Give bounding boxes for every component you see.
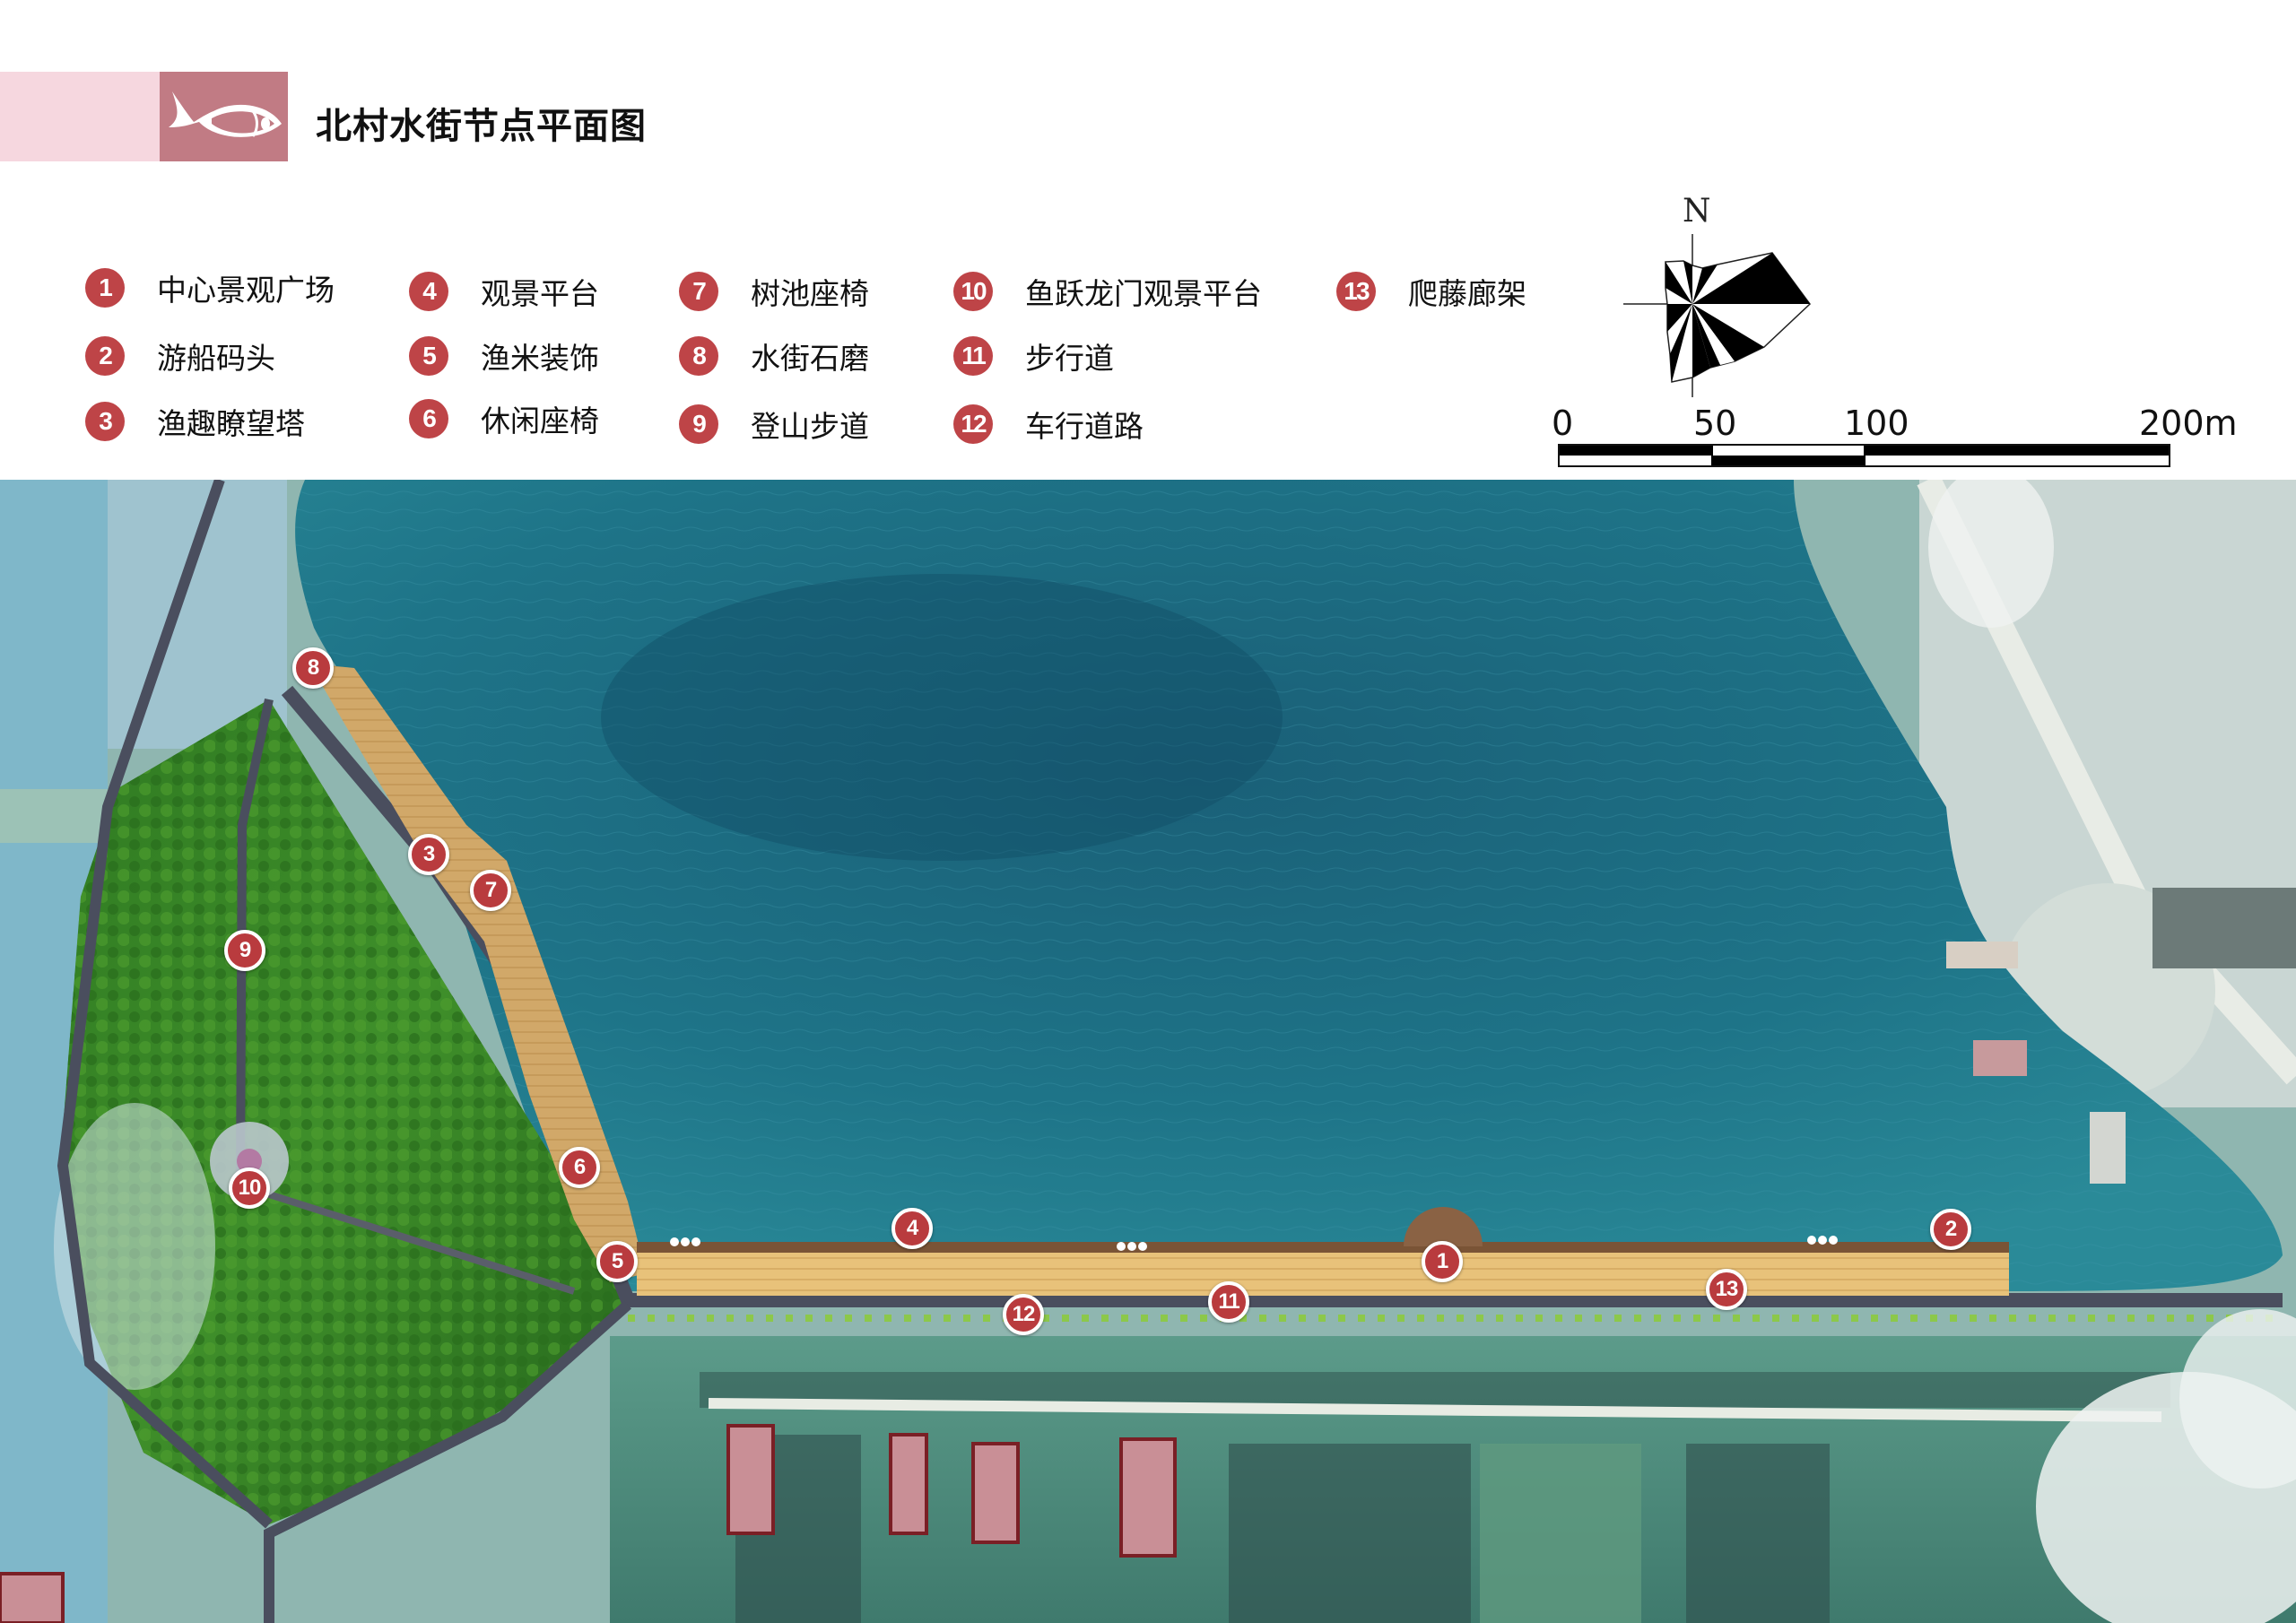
page-title: 北村水街节点平面图 bbox=[316, 106, 647, 147]
map-marker-4[interactable]: 4 bbox=[891, 1208, 933, 1249]
legend-label: 水街石磨 bbox=[751, 341, 869, 376]
fish-icon bbox=[169, 91, 282, 137]
map-marker-2[interactable]: 2 bbox=[1930, 1209, 1971, 1250]
legend-label: 登山步道 bbox=[751, 409, 869, 444]
map-marker-13[interactable]: 13 bbox=[1706, 1269, 1747, 1310]
legend-item: 7 树池座椅 bbox=[679, 271, 869, 312]
legend-label: 树池座椅 bbox=[751, 276, 869, 311]
legend-item: 6 休闲座椅 bbox=[409, 398, 599, 439]
legend-label: 中心景观广场 bbox=[157, 273, 335, 308]
scale-tick-label: 200m bbox=[2139, 404, 2238, 443]
legend-item: 13 爬藤廊架 bbox=[1336, 271, 1526, 312]
wind-rose-icon bbox=[1623, 234, 1811, 397]
legend-item: 1 中心景观广场 bbox=[85, 267, 335, 308]
legend-item: 8 水街石磨 bbox=[679, 335, 869, 377]
legend-label: 渔趣瞭望塔 bbox=[157, 406, 305, 441]
legend-item: 9 登山步道 bbox=[679, 404, 869, 445]
legend-marker-icon: 11 bbox=[953, 336, 993, 376]
north-label: N bbox=[1683, 193, 1711, 230]
legend-marker-icon: 9 bbox=[679, 404, 718, 444]
legend-label: 渔米装饰 bbox=[481, 341, 599, 376]
scale-tick-label: 0 bbox=[1552, 404, 1574, 443]
legend-marker-icon: 10 bbox=[953, 272, 993, 311]
header-icon-box bbox=[160, 72, 288, 161]
legend-marker-icon: 2 bbox=[85, 336, 125, 376]
map-marker-10[interactable]: 10 bbox=[229, 1167, 270, 1209]
legend-label: 鱼跃龙门观景平台 bbox=[1025, 276, 1262, 311]
header-accent-band bbox=[0, 72, 160, 161]
satellite-map-illustration bbox=[0, 480, 2296, 1623]
legend-label: 步行道 bbox=[1025, 341, 1114, 376]
map-marker-6[interactable]: 6 bbox=[559, 1147, 600, 1188]
legend-marker-icon: 6 bbox=[409, 399, 448, 438]
legend-item: 4 观景平台 bbox=[409, 271, 599, 312]
legend-item: 11 步行道 bbox=[953, 335, 1114, 377]
legend-label: 休闲座椅 bbox=[481, 404, 599, 438]
scale-bar bbox=[1558, 444, 2170, 467]
legend-item: 12 车行道路 bbox=[953, 404, 1144, 445]
legend-marker-icon: 4 bbox=[409, 272, 448, 311]
map-marker-3[interactable]: 3 bbox=[408, 834, 449, 875]
legend-item: 3 渔趣瞭望塔 bbox=[85, 401, 305, 442]
legend-item: 10 鱼跃龙门观景平台 bbox=[953, 271, 1262, 312]
scale-tick-label: 100 bbox=[1844, 404, 1909, 443]
map-marker-9[interactable]: 9 bbox=[224, 930, 265, 971]
legend-item: 2 游船码头 bbox=[85, 335, 275, 377]
map-marker-7[interactable]: 7 bbox=[470, 870, 511, 911]
scale-bar-labels: 0 50 100 200m bbox=[1552, 404, 2251, 444]
map-marker-11[interactable]: 11 bbox=[1208, 1281, 1249, 1323]
legend-marker-icon: 13 bbox=[1336, 272, 1376, 311]
legend-marker-icon: 8 bbox=[679, 336, 718, 376]
map-marker-1[interactable]: 1 bbox=[1422, 1241, 1463, 1282]
scale-tick-label: 50 bbox=[1693, 404, 1737, 443]
legend-label: 观景平台 bbox=[481, 276, 599, 311]
legend-marker-icon: 12 bbox=[953, 404, 993, 444]
legend-item: 5 渔米装饰 bbox=[409, 335, 599, 377]
map-marker-5[interactable]: 5 bbox=[596, 1241, 638, 1282]
legend-label: 爬藤廊架 bbox=[1408, 276, 1526, 311]
legend-label: 游船码头 bbox=[157, 341, 275, 376]
site-plan-map[interactable]: 8 3 7 9 6 10 5 4 12 11 1 13 2 bbox=[0, 480, 2296, 1623]
map-marker-12[interactable]: 12 bbox=[1003, 1294, 1044, 1335]
legend-marker-icon: 3 bbox=[85, 402, 125, 441]
map-marker-8[interactable]: 8 bbox=[292, 647, 334, 689]
legend-marker-icon: 1 bbox=[85, 268, 125, 308]
legend-marker-icon: 5 bbox=[409, 336, 448, 376]
legend-label: 车行道路 bbox=[1025, 409, 1144, 444]
legend-marker-icon: 7 bbox=[679, 272, 718, 311]
